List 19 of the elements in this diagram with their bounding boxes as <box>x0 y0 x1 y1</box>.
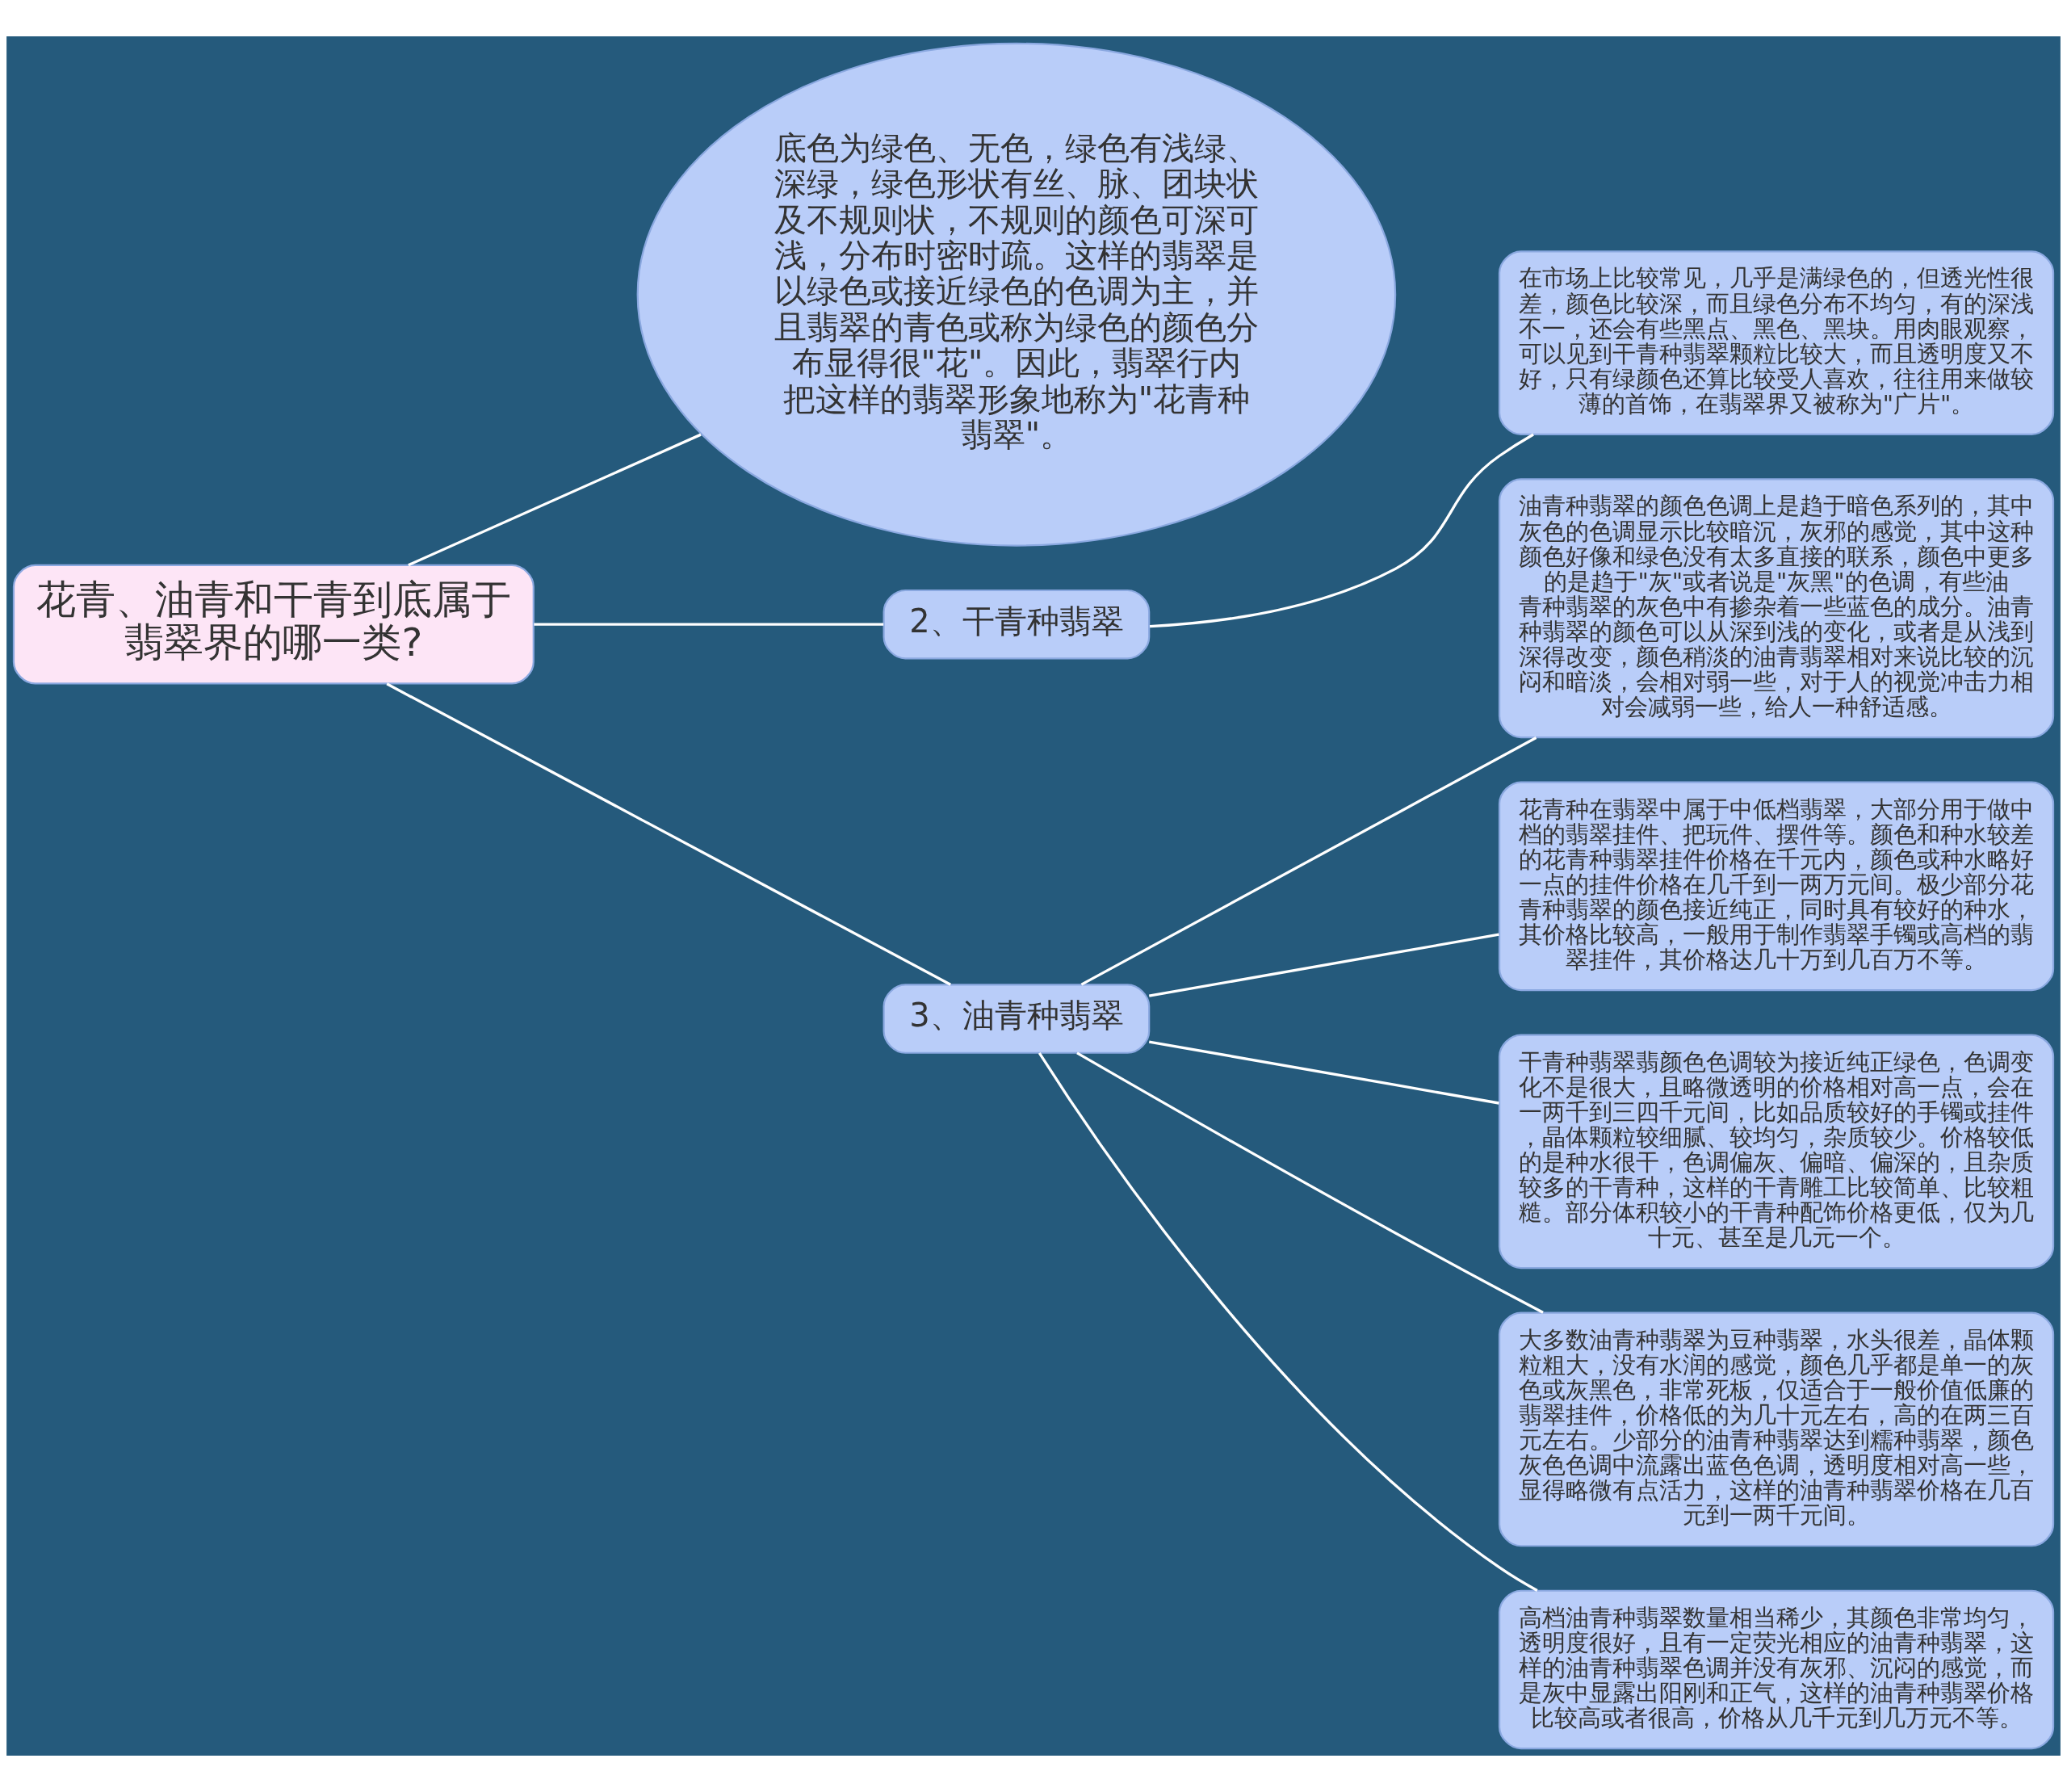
connector <box>1080 737 1537 986</box>
node-ellipse: 底色为绿色、无色，绿色有浅绿、深绿，绿色形状有丝、脉、团块状及不规则状，不规则的颜色可深可浅，分布时密时疏。这样的翡翠是以绿色或接近绿色的色调为主，并且翡翠的青色或称为绿色的颜色分布显得很"花"。因此，翡翠行内把这样的翡翠形象地称为"花青种翡翠"。 <box>636 42 1397 547</box>
node-box: 干青种翡翠翡颜色色调较为接近纯正绿色，色调变化不是很大，且略微透明的价格相对高一点，会在一两千到三四千元间，比如品质较好的手镯或挂件，晶体颗粒较细腻、较均匀，杂质较少。价格较低的是种水很干，色调偏灰、偏暗、偏深的，且杂质较多的干青种，这样的干青雕工比较简单、比较粗糙。部分体积较小的干青种配饰价格更低，仅为几十元、甚至是几元一个。 <box>1498 1034 2055 1270</box>
connector <box>1148 1040 1499 1105</box>
connector <box>1148 933 1499 997</box>
node-box: 在市场上比较常见，几乎是满绿色的，但透光性很差，颜色比较深，而且绿色分布不均匀，有的深浅不一，还会有些黑点、黑色、黑块。用肉眼观察，可以见到干青种翡翠颗粒比较大，而且透明度又不好，只有绿颜色还算比较受人喜欢，往往用来做较薄的首饰，在翡翠界又被称为"广片"。 <box>1498 250 2055 435</box>
node-box: 2、干青种翡翠 <box>883 589 1151 660</box>
connector <box>534 623 884 626</box>
node-box: 花青种在翡翠中属于中低档翡翠，大部分用于做中档的翡翠挂件、把玩件、摆件等。颜色和种水较差的花青种翡翠挂件价格在千元内，颜色或种水略好一点的挂件价格在几千到一两万元间。极少部分花青种翡翠的颜色接近纯正，同时具有较好的种水，其价格比较高，一般用于制作翡翠手镯或高档的翡翠挂件，其价格达几十万到几百万不等。 <box>1498 781 2055 992</box>
node-box: 油青种翡翠的颜色色调上是趋于暗色系列的，其中灰色的色调显示比较暗沉，灰邪的感觉，其中这种颜色好像和绿色没有太多直接的联系，颜色中更多的是趋于"灰"或者说是"灰黑"的色调，有些油青种翡翠的灰色中有掺杂着一些蓝色的成分。油青种翡翠的颜色可以从深到浅的变化，或者是从浅到深得改变，颜色稍淡的油青翡翠相对来说比较的沉闷和暗淡，会相对弱一些，对于人的视觉冲击力相对会减弱一些，给人一种舒适感。 <box>1498 478 2055 739</box>
connector <box>1149 433 1534 628</box>
connector <box>1038 1052 1538 1592</box>
connector <box>1076 1051 1544 1314</box>
connector <box>386 682 952 986</box>
node-box: 大多数油青种翡翠为豆种翡翠，水头很差，晶体颗粒粗大，没有水润的感觉，颜色几乎都是单一的灰色或灰黑色，非常死板，仅适合于一般价值低廉的翡翠挂件，价格低的为几十元左右，高的在两三百元左右。少部分的油青种翡翠达到糯种翡翠，颜色灰色色调中流露出蓝色色调，透明度相对高一些，显得略微有点活力，这样的油青种翡翠价格在几百元到一两千元间。 <box>1498 1311 2055 1547</box>
node-box: 花青、油青和干青到底属于翡翠界的哪一类? <box>12 564 535 685</box>
connector <box>408 433 702 567</box>
node-box: 高档油青种翡翠数量相当稀少，其颜色非常均匀，透明度很好，且有一定荧光相应的油青种翡翠，这样的油青种翡翠色调并没有灰邪、沉闷的感觉，而是灰中显露出阳刚和正气，这样的油青种翡翠价格比较高或者很高，价格从几千元到几万元不等。 <box>1498 1589 2055 1750</box>
node-box: 3、油青种翡翠 <box>883 984 1151 1054</box>
